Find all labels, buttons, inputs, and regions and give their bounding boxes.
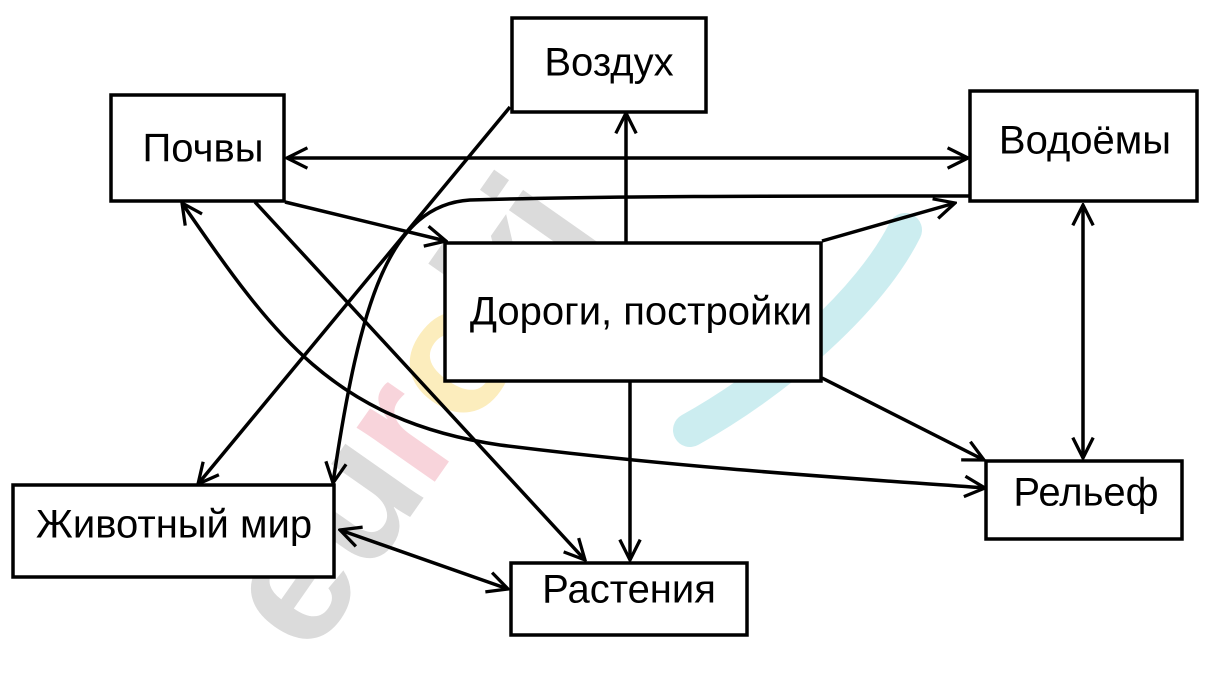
node-animals-box (11, 483, 336, 579)
node-plants-box (509, 561, 749, 637)
node-air-label: Воздух (544, 41, 673, 85)
node-plants: Растения (509, 561, 749, 637)
edge-roads-relief (821, 376, 984, 460)
node-water-bodies: Водоёмы (968, 89, 1199, 203)
node-roads-box (443, 241, 823, 383)
node-soils-label: Почвы (143, 127, 264, 171)
node-roads: Дороги, постройки (443, 241, 823, 383)
node-relief-label: Рельеф (1013, 471, 1158, 515)
node-soils-box (109, 93, 286, 203)
node-roads-label: Дороги, постройки (470, 290, 812, 334)
node-plants-label: Растения (542, 568, 716, 612)
node-water-bodies-box (968, 89, 1199, 203)
node-air: Воздух (510, 16, 708, 114)
node-water-bodies-label: Водоёмы (999, 119, 1171, 163)
node-air-box (510, 16, 708, 114)
node-animals-label: Животный мир (36, 503, 312, 547)
edge-water-animals (333, 194, 971, 483)
edge-air-animals (198, 105, 512, 484)
edge-soils-relief (182, 203, 985, 488)
node-relief: Рельеф (984, 459, 1184, 541)
node-soils: Почвы (109, 93, 286, 203)
edge-animals-plants (340, 530, 508, 589)
node-animals: Животный мир (11, 483, 336, 579)
node-relief-box (984, 459, 1184, 541)
edge-roads-water (821, 203, 955, 243)
edges (182, 105, 1083, 589)
